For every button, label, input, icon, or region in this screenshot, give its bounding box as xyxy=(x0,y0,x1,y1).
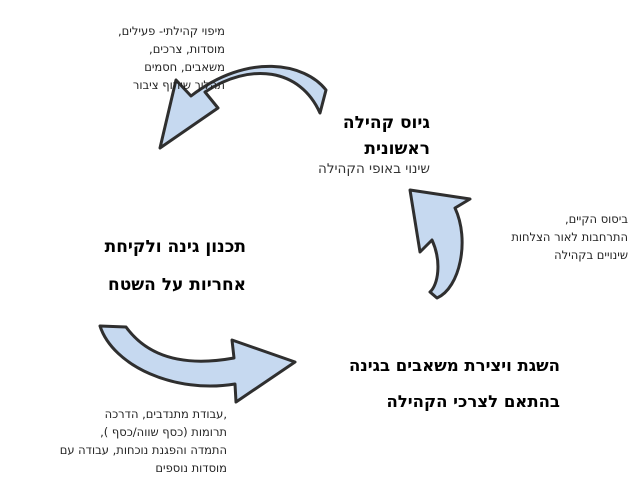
stage-title-line: תכנון גינה ולקיחת xyxy=(104,237,246,257)
note-line: מיפוי קהילתי- פעילים, xyxy=(118,24,225,38)
note-line: שינויים בקהילה xyxy=(554,248,628,262)
stage-community-recruitment-subtitle: שינוי באופי הקהילה xyxy=(300,160,430,178)
stage-resource-acquisition: השגת ויצירת משאבים בגינה בהתאם לצרכי הקה… xyxy=(298,348,560,420)
note-top-left: מיפוי קהילתי- פעילים, מוסדות, צרכים, משא… xyxy=(85,22,225,94)
stage-title-line: ראשונית xyxy=(364,139,430,159)
note-line: תהליך שיתוף ציבור xyxy=(132,78,225,92)
note-line: ביסוס הקיים, xyxy=(564,212,628,226)
note-line: ,עבודת מתנדבים, הדרכה xyxy=(104,407,227,421)
note-line: מוסדות נוספים xyxy=(155,461,227,475)
subtitle-text: שינוי באופי הקהילה xyxy=(318,161,430,177)
arrow-top xyxy=(158,64,328,150)
stage-community-recruitment: גיוס קהילה ראשונית xyxy=(300,110,430,162)
arrow-right xyxy=(408,188,472,300)
stage-title-line: גיוס קהילה xyxy=(342,113,430,133)
stage-title-line: השגת ויצירת משאבים בגינה xyxy=(348,356,560,375)
note-bottom-left: ,עבודת מתנדבים, הדרכה תרומות (כסף שווה/כ… xyxy=(15,405,227,477)
note-line: תרומות (כסף שווה/כסף ), xyxy=(100,425,227,439)
note-line: התרחבות לאור הצלחות xyxy=(511,230,628,244)
note-line: משאבים, חסמים xyxy=(144,60,225,74)
arrow-bottom xyxy=(98,324,297,404)
stage-garden-planning: תכנון גינה ולקיחת אחריות על השטח xyxy=(50,228,246,304)
note-line: התמדה והפגנת נוכחות, עבודה עם xyxy=(59,443,227,457)
note-right: ביסוס הקיים, התרחבות לאור הצלחות שינויים… xyxy=(470,210,628,264)
note-line: מוסדות, צרכים, xyxy=(149,42,225,56)
stage-title-line: בהתאם לצרכי הקהילה xyxy=(386,392,560,411)
stage-title-line: אחריות על השטח xyxy=(108,275,246,295)
